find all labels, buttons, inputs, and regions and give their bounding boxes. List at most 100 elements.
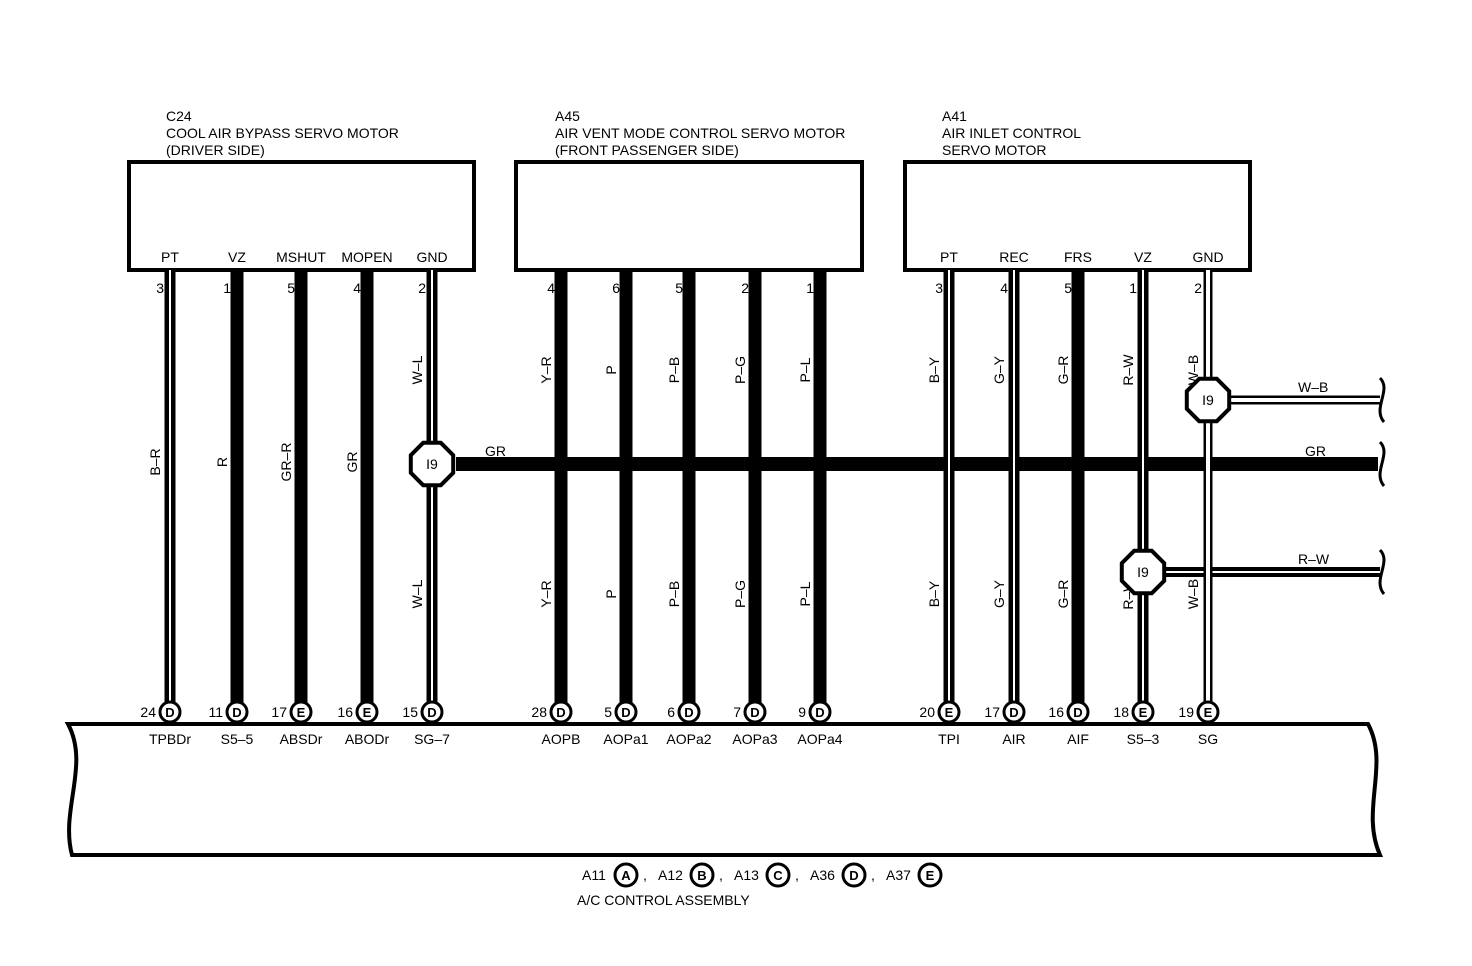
terminal-name: SG–7: [414, 731, 450, 747]
wire-break-mark: [1378, 376, 1386, 423]
terminal-circle: [1131, 700, 1155, 724]
terminal-circle: [1196, 700, 1220, 724]
terminal-connector-letter: D: [815, 705, 824, 720]
pin-number: 4: [547, 280, 555, 296]
terminal-circle: [937, 700, 961, 724]
terminal-connector-letter: D: [232, 705, 241, 720]
terminal-number: 28: [531, 704, 547, 720]
assembly-connector-letter: B: [697, 868, 706, 883]
pin-name: GND: [1192, 249, 1223, 265]
junction-label: I9: [426, 456, 438, 472]
terminal-connector-letter: D: [750, 705, 759, 720]
terminal-circle: [1066, 700, 1090, 724]
terminal-connector-letter: D: [684, 705, 693, 720]
wire-color-label: B–Y: [926, 580, 942, 607]
wire-color-label: W–B: [1185, 579, 1201, 609]
terminal-number: 11: [208, 704, 223, 720]
wire-color-label: GR–R: [278, 443, 294, 482]
junction-label: I9: [1202, 392, 1214, 408]
wire-color-label: Y–R: [538, 356, 554, 383]
wire-color-label: P–B: [666, 581, 682, 607]
assembly-connector-letter: E: [926, 868, 935, 883]
title-line: A45: [555, 108, 580, 124]
junction-octagon: [1119, 548, 1167, 596]
assembly-connector-code: A13: [734, 867, 759, 883]
terminal-circle: [808, 700, 832, 724]
wire-color-label: P: [603, 365, 619, 374]
terminal-name: AOPa4: [797, 731, 842, 747]
terminal-connector-letter: E: [1139, 705, 1148, 720]
assembly-connector-letter: D: [849, 868, 858, 883]
wire-color-label: B–Y: [926, 356, 942, 383]
assembly-name: A/C CONTROL ASSEMBLY: [577, 892, 750, 908]
title-line: (DRIVER SIDE): [166, 142, 265, 158]
pin-number: 3: [935, 280, 943, 296]
wire-color-label: W–L: [409, 355, 425, 384]
junction-label: I9: [1137, 564, 1149, 580]
terminal-connector-letter: D: [165, 705, 174, 720]
pin-name: GND: [416, 249, 447, 265]
assembly-connector-letter: A: [621, 868, 631, 883]
terminal-name: TPBDr: [149, 731, 191, 747]
terminal-number: 18: [1113, 704, 1129, 720]
terminal-connector-letter: E: [1204, 705, 1213, 720]
assembly-connector-circle: [689, 862, 715, 888]
terminal-connector-letter: E: [945, 705, 954, 720]
terminal-number: 24: [140, 704, 156, 720]
pin-number: 2: [1194, 280, 1202, 296]
terminal-circle: [355, 700, 379, 724]
pin-number: 2: [418, 280, 426, 296]
branch-color-label: R–W: [1298, 551, 1330, 567]
terminal-circle: [158, 700, 182, 724]
wire-color-label: G–Y: [991, 355, 1007, 384]
wire-color-label: R: [214, 457, 230, 467]
assembly-connector-code: A12: [658, 867, 683, 883]
title-c24: C24 COOL AIR BYPASS SERVO MOTOR (DRIVER …: [166, 108, 399, 158]
wire-color-label: P–L: [797, 357, 813, 382]
assembly-connector: A37 E: [886, 862, 943, 888]
component-box-c24: [127, 160, 476, 272]
wire-color-label: P–L: [797, 581, 813, 606]
wire-color-label: G–R: [1055, 580, 1071, 609]
title-line: C24: [166, 108, 192, 124]
pin-name: REC: [999, 249, 1029, 265]
terminal-name: AOPB: [542, 731, 581, 747]
pin-name: MSHUT: [276, 249, 326, 265]
pin-number: 2: [741, 280, 749, 296]
terminal-connector-letter: D: [621, 705, 630, 720]
wire-color-label: P–G: [732, 356, 748, 384]
wire-break-mark: [1378, 548, 1386, 595]
terminal-circle: [225, 700, 249, 724]
title-line: A41: [942, 108, 967, 124]
title-a45: A45 AIR VENT MODE CONTROL SERVO MOTOR (F…: [555, 108, 845, 158]
terminal-name: AOPa1: [603, 731, 648, 747]
terminal-connector-letter: D: [1009, 705, 1018, 720]
terminal-circle: [420, 700, 444, 724]
title-line: AIR INLET CONTROL: [942, 125, 1081, 141]
wire-color-label: W–B: [1185, 355, 1201, 385]
terminal-connector-letter: D: [556, 705, 565, 720]
title-line: SERVO MOTOR: [942, 142, 1047, 158]
legend-separator: ,: [643, 867, 647, 883]
terminal-connector-letter: E: [297, 705, 306, 720]
assembly-connector-code: A37: [886, 867, 911, 883]
terminal-circle: [289, 700, 313, 724]
terminal-number: 20: [919, 704, 935, 720]
terminal-circle: [743, 700, 767, 724]
pin-number: 4: [353, 280, 361, 296]
terminal-number: 17: [271, 704, 287, 720]
pin-name: FRS: [1064, 249, 1092, 265]
bus-color-label: GR: [485, 443, 506, 459]
assembly-connector-circle: [841, 862, 867, 888]
component-box-a41: [903, 160, 1252, 272]
terminal-connector-letter: D: [1073, 705, 1082, 720]
